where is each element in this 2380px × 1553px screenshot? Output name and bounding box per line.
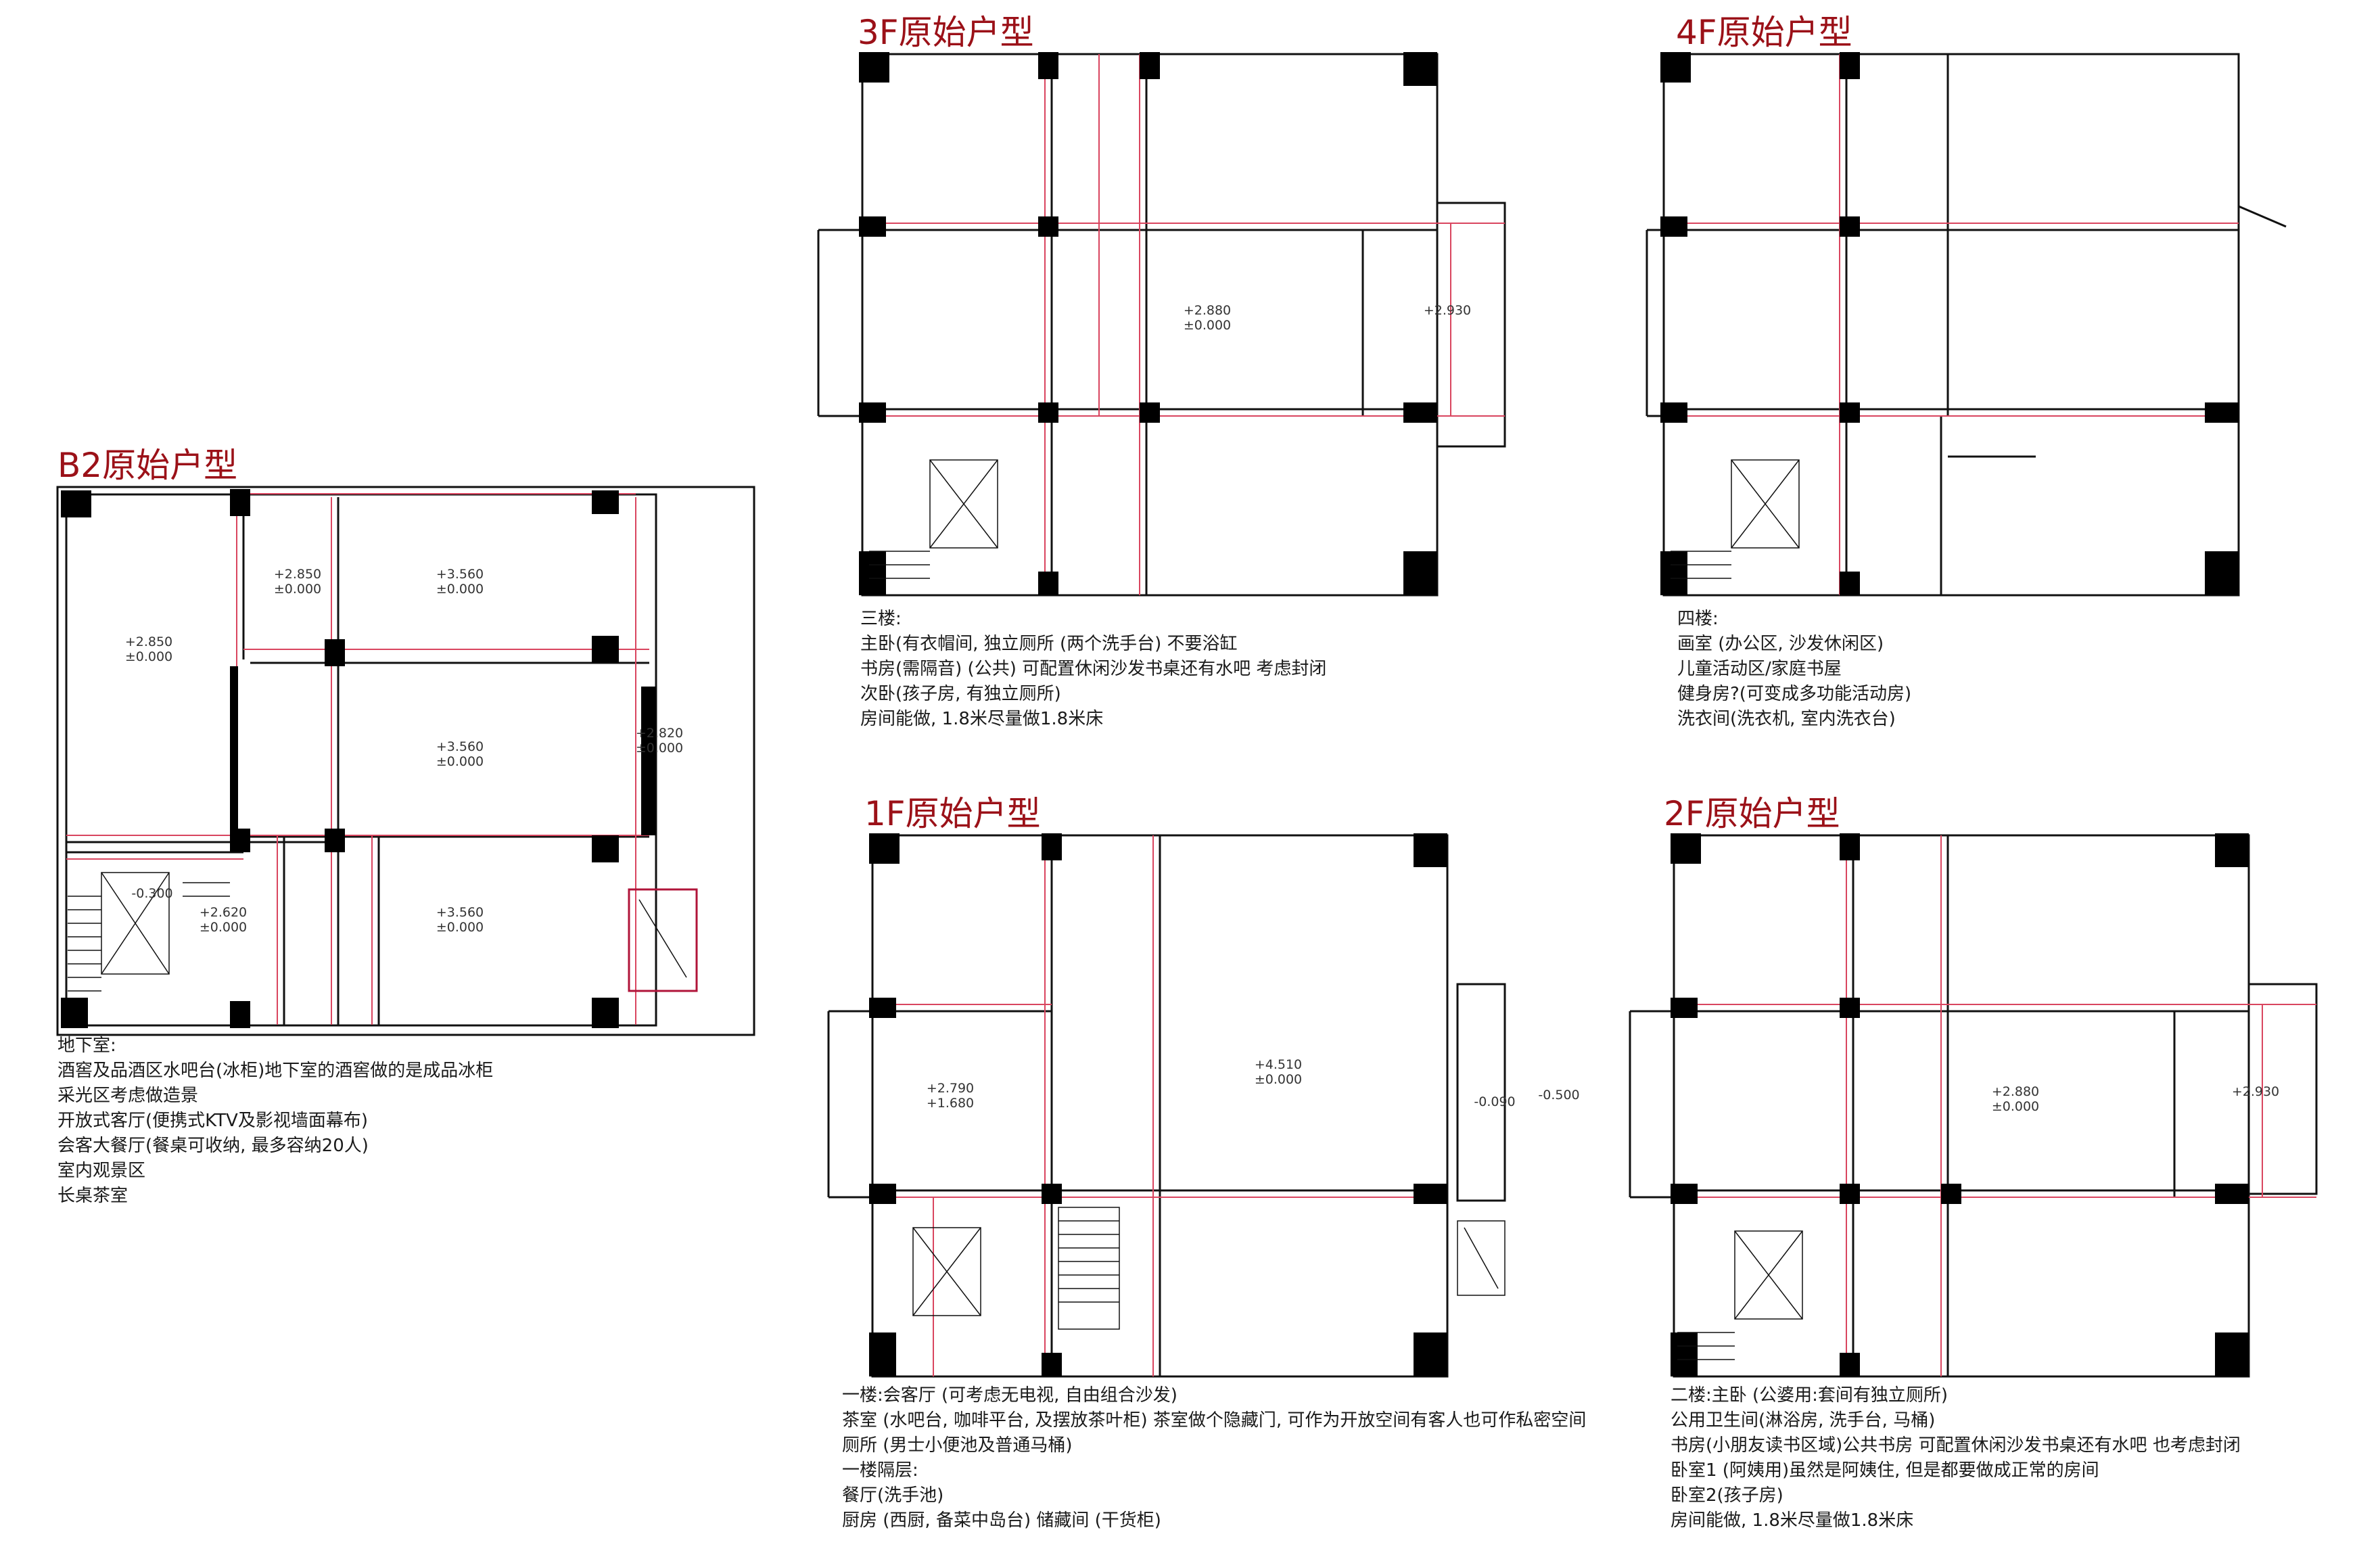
b2-plan-title: B2原始户型 (57, 446, 238, 485)
svg-text:+3.560±0.000: +3.560±0.000 (436, 905, 484, 935)
note-line: 卧室1 (阿姨用)虽然是阿姨住, 但是都要做成正常的房间 (1671, 1460, 2099, 1481)
note-line: 餐厅(洗手池) (842, 1485, 944, 1506)
svg-text:+2.820±0.000: +2.820±0.000 (636, 726, 683, 756)
note-line: 采光区考虑做造景 (57, 1086, 199, 1106)
note-line: 四楼: (1677, 609, 1719, 629)
note-line: 主卧(有衣帽间, 独立厕所 (两个洗手台) 不要浴缸 (860, 634, 1238, 654)
svg-text:-0.500: -0.500 (1538, 1088, 1579, 1103)
f1-plan-title: 1F原始户型 (864, 794, 1041, 833)
note-line: 一楼隔层: (842, 1460, 918, 1481)
svg-text:-0.090: -0.090 (1474, 1094, 1515, 1109)
f2-plan-title: 2F原始户型 (1664, 794, 1840, 833)
f1-floor-plan: +2.790+1.680 +4.510±0.000 -0.090 -0.500 (827, 833, 1580, 1378)
note-line: 画室 (办公区, 沙发休闲区) (1677, 634, 1884, 654)
f2-floor-plan: +2.880±0.000 +2.930 (1629, 833, 2318, 1378)
svg-text:+2.620±0.000: +2.620±0.000 (200, 905, 247, 935)
svg-text:+2.880±0.000: +2.880±0.000 (1184, 303, 1231, 333)
f3-notes: 三楼: 主卧(有衣帽间, 独立厕所 (两个洗手台) 不要浴缸 书房(需隔音) (… (860, 607, 1326, 732)
note-line: 室内观景区 (57, 1161, 146, 1181)
svg-text:+2.930: +2.930 (2232, 1084, 2279, 1099)
svg-text:+4.510±0.000: +4.510±0.000 (1255, 1057, 1302, 1087)
f4-plan-title: 4F原始户型 (1676, 13, 1852, 52)
note-line: 厨房 (西厨, 备菜中岛台) 储藏间 (干货柜) (842, 1510, 1161, 1531)
svg-text:+2.930: +2.930 (1424, 303, 1471, 318)
note-line: 卧室2(孩子房) (1671, 1485, 1783, 1506)
f1-notes: 一楼:会客厅 (可考虑无电视, 自由组合沙发) 茶室 (水吧台, 咖啡平台, 及… (842, 1383, 1586, 1533)
b2-floor-plan: +2.850±0.000 +2.850±0.000 +3.560±0.000 +… (56, 486, 755, 1036)
note-line: 二楼:主卧 (公婆用:套间有独立厕所) (1671, 1385, 1949, 1406)
note-line: 会客大餐厅(餐桌可收纳, 最多容纳20人) (57, 1136, 369, 1156)
note-line: 酒窖及品酒区水吧台(冰柜)地下室的酒窖做的是成品冰柜 (57, 1061, 494, 1081)
note-line: 洗衣间(洗衣机, 室内洗衣台) (1677, 709, 1896, 729)
svg-text:+3.560±0.000: +3.560±0.000 (436, 567, 484, 597)
svg-text:+2.880±0.000: +2.880±0.000 (1992, 1084, 2039, 1114)
b2-notes: 地下室: 酒窖及品酒区水吧台(冰柜)地下室的酒窖做的是成品冰柜 采光区考虑做造景… (57, 1034, 493, 1209)
note-line: 一楼:会客厅 (可考虑无电视, 自由组合沙发) (842, 1385, 1177, 1406)
svg-text:+2.850±0.000: +2.850±0.000 (125, 634, 172, 664)
note-line: 房间能做, 1.8米尽量做1.8米床 (860, 709, 1104, 729)
svg-text:+3.560±0.000: +3.560±0.000 (436, 739, 484, 769)
note-line: 书房(需隔音) (公共) 可配置休闲沙发书桌还有水吧 考虑封闭 (860, 659, 1327, 679)
svg-text:+2.790+1.680: +2.790+1.680 (927, 1081, 974, 1111)
f2-notes: 二楼:主卧 (公婆用:套间有独立厕所) 公用卫生间(淋浴房, 洗手台, 马桶) … (1671, 1383, 2241, 1533)
note-line: 书房(小朋友读书区域)公共书房 可配置休闲沙发书桌还有水吧 也考虑封闭 (1671, 1435, 2241, 1456)
note-line: 长桌茶室 (57, 1186, 129, 1206)
note-line: 健身房?(可变成多功能活动房) (1677, 684, 1912, 704)
f4-floor-plan (1646, 52, 2287, 597)
note-line: 地下室: (57, 1036, 116, 1056)
f3-floor-plan: +2.880±0.000 +2.930 (817, 52, 1506, 597)
svg-text:+2.850±0.000: +2.850±0.000 (274, 567, 321, 597)
f4-notes: 四楼: 画室 (办公区, 沙发休闲区) 儿童活动区/家庭书屋 健身房?(可变成多… (1677, 607, 1911, 732)
svg-text:-0.300: -0.300 (131, 886, 172, 901)
note-line: 开放式客厅(便携式KTV及影视墙面幕布) (57, 1111, 368, 1131)
note-line: 公用卫生间(淋浴房, 洗手台, 马桶) (1671, 1410, 1936, 1431)
note-line: 房间能做, 1.8米尽量做1.8米床 (1671, 1510, 1914, 1531)
f3-plan-title: 3F原始户型 (858, 13, 1034, 52)
note-line: 儿童活动区/家庭书屋 (1677, 659, 1842, 679)
note-line: 三楼: (860, 609, 902, 629)
note-line: 厕所 (男士小便池及普通马桶) (842, 1435, 1073, 1456)
note-line: 次卧(孩子房, 有独立厕所) (860, 684, 1061, 704)
note-line: 茶室 (水吧台, 咖啡平台, 及摆放茶叶柜) 茶室做个隐藏门, 可作为开放空间有… (842, 1410, 1587, 1431)
